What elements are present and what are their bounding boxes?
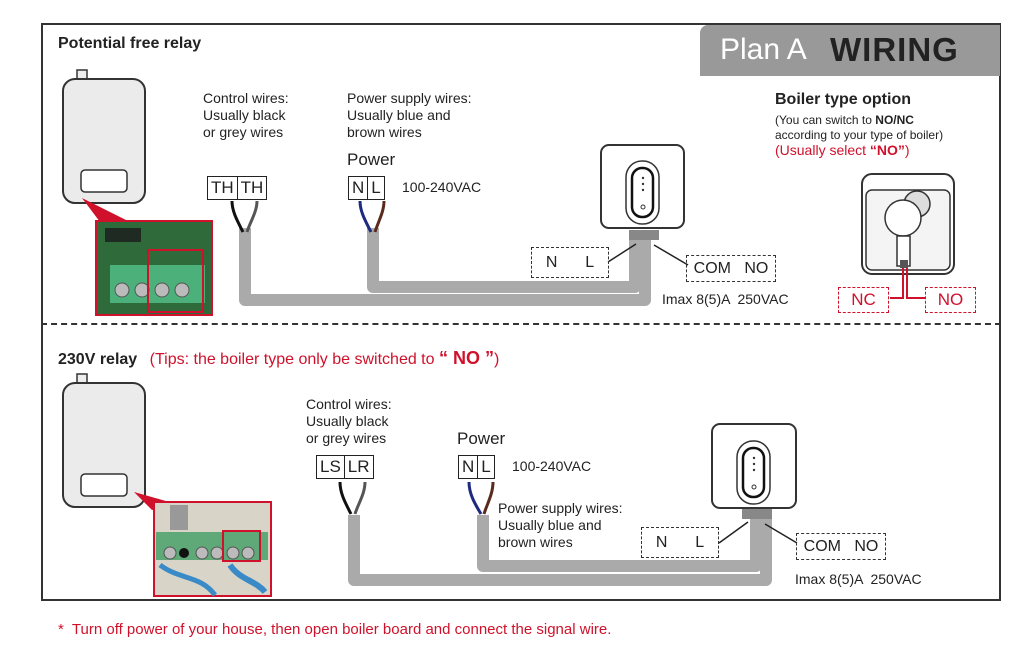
- control-wires-note: Control wires: Usually black or grey wir…: [203, 90, 289, 140]
- boiler-pcb-photo: [95, 220, 213, 316]
- voltage-label: 100-240VAC: [402, 179, 482, 195]
- terminal-n: N: [349, 177, 369, 199]
- power-wires-note: Power supply wires: Usually blue and bro…: [347, 90, 472, 140]
- no-option[interactable]: NO: [925, 287, 976, 313]
- control-wires-note: Control wires: Usually black or grey wir…: [306, 396, 392, 446]
- boiler-icon: [62, 69, 146, 204]
- power-label: Power: [457, 429, 506, 448]
- blue-wire: [467, 481, 483, 515]
- boiler-option-note: (You can switch to NO/NC according to yo…: [775, 113, 944, 158]
- boiler-option-title: Boiler type option: [775, 91, 911, 108]
- section-a-title: Potential free relay: [58, 35, 202, 52]
- safety-note: * Turn off power of your house, then ope…: [58, 621, 612, 638]
- grey-wire: [245, 200, 259, 233]
- plan-label: Plan A: [720, 33, 807, 66]
- brown-wire: [482, 481, 495, 515]
- pointer-arrow: [82, 198, 130, 222]
- boiler-terminal-photo: [153, 501, 272, 597]
- black-wire: [338, 481, 353, 515]
- voltage-label: 100-240VAC: [512, 458, 592, 474]
- terminal-n: N: [459, 456, 479, 478]
- grey-wire: [353, 481, 367, 515]
- terminal-th-2: TH: [240, 178, 264, 197]
- black-wire: [230, 200, 245, 233]
- device-relay-terminals: COM NO: [686, 255, 776, 282]
- terminal-l: L: [481, 457, 491, 476]
- power-terminal-block: N L: [348, 176, 385, 200]
- device-power-terminals: N L: [641, 527, 719, 558]
- diagram-frame: [41, 23, 1001, 601]
- control-cable: [348, 515, 772, 586]
- blue-wire: [358, 200, 373, 233]
- wiring-title: WIRING: [830, 31, 959, 68]
- receiver-back-view: [861, 173, 955, 275]
- power-cable: [367, 228, 641, 293]
- power-terminal-block: N L: [458, 455, 495, 479]
- section-b-title: 230V relay: [58, 351, 138, 368]
- section-b-tip: (Tips: the boiler type only be switched …: [149, 348, 500, 368]
- device-power-terminals: N L: [531, 247, 609, 278]
- control-terminal-block: LS LR: [316, 455, 374, 479]
- device-relay-terminals: COM NO: [796, 533, 886, 560]
- brown-wire: [373, 200, 386, 233]
- power-wires-note: Power supply wires: Usually blue and bro…: [498, 500, 623, 550]
- terminal-ls: LS: [317, 456, 345, 478]
- title-banner: Plan A WIRING: [700, 25, 1000, 76]
- power-label: Power: [347, 150, 396, 169]
- current-rating: Imax 8(5)A 250VAC: [795, 571, 922, 587]
- control-cable: [239, 228, 651, 306]
- section-b-header: 230V relay (Tips: the boiler type only b…: [58, 348, 499, 369]
- current-rating: Imax 8(5)A 250VAC: [662, 291, 789, 307]
- terminal-lr: LR: [347, 457, 370, 476]
- boiler-icon: [62, 373, 146, 508]
- receiver-device: [711, 423, 797, 519]
- terminal-th-1: TH: [208, 177, 238, 199]
- receiver-device: [600, 144, 685, 240]
- power-cable: [477, 515, 762, 572]
- terminal-l: L: [371, 178, 381, 197]
- control-terminal-block: TH TH: [207, 176, 268, 200]
- section-divider: [41, 323, 1001, 325]
- nc-option[interactable]: NC: [838, 287, 889, 313]
